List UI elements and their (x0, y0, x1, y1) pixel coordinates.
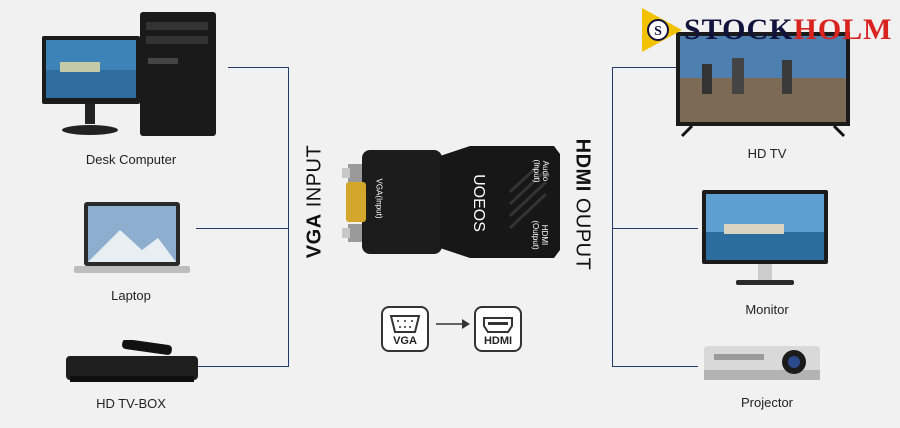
hdmi-output-heading: HDMI OUPUT (571, 138, 594, 271)
brand-name: STOCKHOLM (684, 13, 893, 46)
tv-box-image (62, 339, 202, 386)
tv-box-label: HD TV-BOX (96, 396, 166, 411)
vga-hdmi-adapter: UOEOS VGA(Input) Audio(Input) HDMI(Outpu… (340, 142, 564, 262)
desk-computer-image (40, 8, 220, 138)
brand-badge-icon: S (642, 8, 682, 52)
right-connector-horizontal-mid (612, 228, 698, 229)
right-connector-vertical (612, 67, 613, 367)
monitor-label: Monitor (745, 302, 789, 317)
right-connector-horizontal-top (612, 67, 678, 68)
vga-port-icon: VGA (381, 306, 429, 352)
projector-image (700, 340, 824, 386)
laptop-image (72, 200, 192, 276)
adapter-vga-port-label: VGA(Input) (374, 178, 384, 219)
adapter-audio-port-label: Audio(Input) (532, 159, 550, 183)
laptop-label: Laptop (111, 288, 151, 303)
right-connector-horizontal-bottom (612, 366, 698, 367)
left-connector-horizontal-top (228, 67, 288, 68)
vga-input-heading: VGA INPUT (303, 144, 326, 259)
hd-tv-label: HD TV (747, 146, 787, 161)
brand-badge-letter: S (654, 24, 662, 39)
hdmi-port-icon: HDMI (474, 306, 522, 352)
desk-computer-label: Desk Computer (85, 152, 177, 167)
projector-label: Projector (740, 395, 794, 410)
hd-tv-image (672, 30, 854, 140)
adapter-brand: UOEOS (470, 174, 487, 232)
arrow-right-icon (434, 317, 470, 336)
vga-caption: VGA (393, 335, 417, 347)
hdmi-caption: HDMI (483, 335, 513, 347)
left-connector-vertical (288, 67, 289, 367)
left-connector-horizontal-mid (196, 228, 288, 229)
brand-logo: S STOCKHOLM (640, 6, 893, 54)
adapter-body-graphic (342, 146, 560, 258)
adapter-hdmi-port-label: HDMI(Output) (531, 220, 549, 250)
left-connector-horizontal-bottom (196, 366, 288, 367)
monitor-image (700, 188, 830, 288)
